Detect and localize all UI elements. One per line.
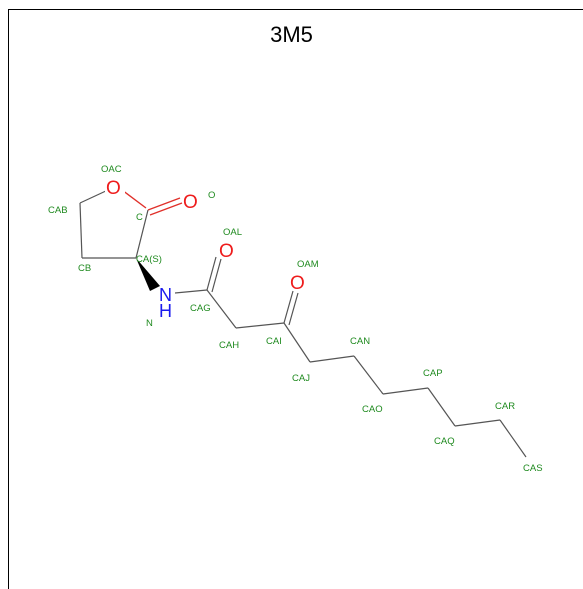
carbonyl-oxygen-atom: O [183, 192, 198, 213]
amide-oxygen-atom: O [219, 241, 234, 262]
label-o: O [208, 190, 215, 201]
label-can: CAN [350, 336, 370, 347]
bond-cag-cah [206, 289, 237, 329]
bond-cai-caj [283, 322, 311, 363]
label-cah: CAH [219, 340, 239, 351]
label-n: N [146, 318, 153, 329]
bond-cao-cap [382, 387, 429, 395]
molecule-title: 3M5 [270, 22, 313, 47]
label-cag: CAG [190, 303, 211, 314]
label-cap: CAP [423, 368, 443, 379]
label-caj: CAJ [292, 373, 310, 384]
label-oam: OAM [297, 259, 319, 270]
stereo-wedge [136, 258, 160, 291]
label-c: C [136, 212, 143, 223]
label-car: CAR [495, 401, 515, 412]
label-cb: CB [78, 263, 91, 274]
label-cai: CAI [266, 336, 282, 347]
label-cao: CAO [362, 404, 383, 415]
bond-cag-oal-1 [206, 256, 217, 291]
bond-c-o-1 [147, 197, 181, 211]
bond-oac-c [121, 189, 147, 209]
amide-hydrogen-atom: H [159, 301, 172, 321]
bond-cai-oam-2 [288, 292, 299, 326]
bond-cah-cai [235, 322, 285, 329]
diagram-frame [8, 9, 583, 589]
bond-caj-can [309, 355, 355, 363]
bond-cab-cb [79, 202, 83, 259]
label-ca: CA(S) [136, 254, 162, 265]
bond-cai-oam-1 [283, 290, 294, 324]
label-caq: CAQ [434, 436, 455, 447]
label-cab: CAB [48, 205, 68, 216]
label-cas: CAS [523, 463, 543, 474]
bond-car-cas [499, 419, 527, 458]
ring-oxygen-atom: O [106, 178, 121, 199]
bond-cap-caq [427, 387, 456, 427]
amide-nitrogen-atom: N [159, 285, 172, 305]
bond-caq-car [454, 419, 501, 427]
label-oac: OAC [101, 164, 122, 175]
bond-cab-oac [79, 189, 109, 204]
bond-n-cag [174, 289, 208, 294]
bond-ca-c [135, 209, 149, 259]
bond-cag-oal-2 [211, 258, 222, 293]
label-oal: OAL [223, 227, 242, 238]
bond-can-cao [353, 355, 384, 395]
bond-c-o-2 [149, 202, 183, 216]
keto-oxygen-atom: O [290, 273, 305, 294]
